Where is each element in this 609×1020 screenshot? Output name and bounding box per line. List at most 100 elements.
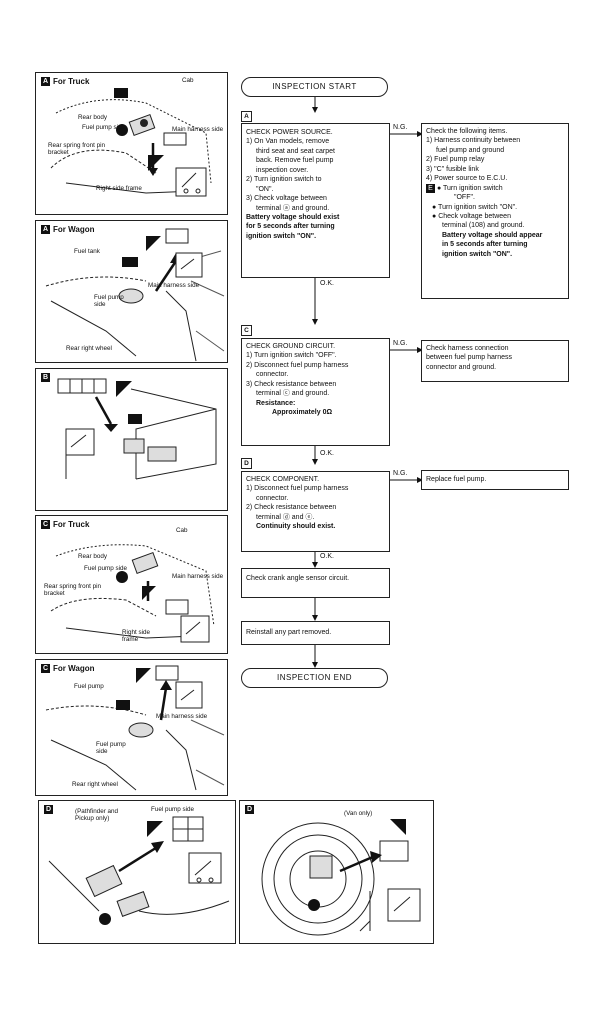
truck-ground-check-illustration — [50, 544, 215, 643]
step-a-criterion: ignition switch "ON". — [246, 232, 317, 240]
step-c-line: 2) Disconnect fuel pump harness — [246, 361, 349, 369]
step-a-criterion: for 5 seconds after turning — [246, 223, 335, 231]
panel-tag: C For Truck — [41, 520, 89, 529]
step-c-criterion: Resistance: — [256, 399, 296, 407]
step-c-criterion: Approximately 0Ω — [272, 409, 333, 417]
ng-a-criterion: ignition switch "ON". — [442, 250, 513, 258]
panel-d-pathfinder: D (Pathfinder and Pickup only) Fuel pump… — [38, 800, 236, 944]
panel-tag: D — [44, 805, 53, 814]
step-d-tag: D — [241, 458, 252, 469]
label-fuel-pump-side: Fuel pump side — [96, 741, 126, 755]
step-a-line: "ON". — [256, 185, 274, 193]
label-cab: Cab — [176, 527, 188, 534]
label-rear-right-wheel: Rear right wheel — [72, 781, 118, 788]
label-rear-body: Rear body — [78, 114, 108, 121]
panel-tag: D — [245, 805, 254, 814]
step-c-tag: C — [241, 325, 252, 336]
ng-a-sub: terminal (108) and ground. — [442, 222, 525, 230]
ng-a-box: Check the following items. 1) Harness co… — [421, 123, 569, 299]
van-fuel-pump-illustration — [261, 819, 421, 936]
ng-a-criterion: Battery voltage should appear — [442, 231, 543, 239]
panel-d-van: D (Van only) — [239, 800, 434, 944]
ecu-connector-illustration — [57, 378, 217, 480]
step-a-box: CHECK POWER SOURCE. 1) On Van models, re… — [241, 123, 390, 278]
step-d-criterion: Continuity should exist. — [256, 523, 336, 531]
label-fuel-pump-side: Fuel pump side — [151, 806, 195, 813]
label-main-harness-side: Main harness side — [172, 126, 224, 133]
inspection-end: INSPECTION END — [241, 668, 388, 688]
panel-b: B — [35, 368, 228, 511]
tag-letter: C — [41, 520, 50, 529]
ng-a-line: 3) "C" fusible link — [426, 165, 479, 173]
step-c-line: connector. — [256, 371, 289, 379]
label-main-harness-side: Main harness side — [172, 573, 224, 580]
panel-tag: C For Wagon — [41, 664, 94, 673]
ng-d-box: Replace fuel pump. — [421, 470, 569, 490]
panel-tag: A For Truck — [41, 77, 89, 86]
step-a-line: back. Remove fuel pump — [256, 157, 334, 165]
inspection-start: INSPECTION START — [241, 77, 388, 97]
tag-letter: D — [245, 805, 254, 814]
panel-title: For Wagon — [53, 664, 95, 673]
ng-a-sub: Turn ignition switch "ON". — [438, 203, 518, 211]
ng-d-text: Replace fuel pump. — [426, 476, 487, 483]
label-fuel-pump-side: Fuel pump side — [94, 294, 124, 308]
tag-letter: C — [41, 664, 50, 673]
label-right-side-frame: Right side frame — [122, 629, 151, 643]
reinstall-box: Reinstall any part removed. — [241, 621, 390, 645]
panel-tag: A For Wagon — [41, 225, 94, 234]
step-a-line: inspection cover. — [256, 166, 309, 174]
ng-a-sub: Turn ignition switch — [443, 184, 503, 192]
step-a-line: 2) Turn ignition switch to — [246, 176, 322, 184]
label-rear-spring: Rear spring front pin bracket — [44, 583, 102, 597]
ng-label: N.G. — [393, 470, 408, 477]
tag-letter: A — [41, 225, 50, 234]
ng-a-sub: "OFF". — [454, 194, 475, 202]
panel-c-truck: C For Truck Cab Rear body Fuel pump side… — [35, 515, 228, 654]
label-main-harness-side: Main harness side — [148, 282, 200, 289]
label-rear-body: Rear body — [78, 553, 108, 560]
label-van-only: (Van only) — [344, 810, 373, 817]
tag-letter: B — [41, 373, 50, 382]
ok-label: O.K. — [320, 280, 335, 287]
ok-label: O.K. — [320, 450, 335, 457]
ng-c-line: Check harness connection — [426, 345, 509, 352]
label-fuel-tank: Fuel tank — [74, 248, 100, 255]
ok-label: O.K. — [320, 553, 335, 560]
ng-a-line: fuel pump and ground — [436, 146, 505, 154]
panel-title: For Wagon — [53, 225, 95, 234]
panel-a-wagon: A For Wagon Fuel tank Fuel pump side Mai… — [35, 220, 228, 363]
ng-label: N.G. — [393, 340, 408, 347]
panel-title: For Truck — [53, 520, 90, 529]
ng-a-line: 4) Power source to E.C.U. — [426, 175, 508, 183]
crank-angle-text: Check crank angle sensor circuit. — [246, 575, 350, 582]
step-c-title: CHECK GROUND CIRCUIT. — [246, 343, 336, 350]
label-fuel-pump-side: Fuel pump side — [84, 565, 128, 572]
ng-a-sub: Check voltage between — [438, 212, 511, 220]
ng-c-box: Check harness connection between fuel pu… — [421, 340, 569, 382]
label-fuel-pump: Fuel pump — [74, 683, 104, 690]
step-a-line: third seat and seat carpet — [256, 147, 335, 155]
label-rear-spring: Rear spring front pin bracket — [48, 142, 106, 156]
step-c-line: terminal ⓒ and ground. — [256, 390, 330, 398]
step-a-line: 1) On Van models, remove — [246, 138, 330, 146]
ng-label: N.G. — [393, 124, 408, 131]
step-d-line: terminal ⓓ and ⓔ. — [256, 513, 315, 521]
step-c-line: 3) Check resistance between — [246, 380, 337, 388]
wagon-ground-check-illustration — [45, 665, 225, 791]
step-d-title: CHECK COMPONENT. — [246, 476, 320, 483]
step-c-box: CHECK GROUND CIRCUIT. 1) Turn ignition s… — [241, 338, 390, 446]
ng-a-criterion: in 5 seconds after turning — [442, 241, 528, 249]
reinstall-text: Reinstall any part removed. — [246, 629, 332, 636]
step-d-line: 2) Check resistance between — [246, 504, 337, 512]
ng-a-line: Check the following items. — [426, 128, 508, 135]
ng-a-line: 2) Fuel pump relay — [426, 156, 485, 164]
label-rear-right-wheel: Rear right wheel — [66, 345, 112, 352]
step-d-line: connector. — [256, 494, 289, 502]
panel-a-truck: A For Truck Cab Rear body Fuel pump side… — [35, 72, 228, 215]
tag-e: E — [426, 183, 435, 193]
panel-c-wagon: C For Wagon Fuel pump Main harness side … — [35, 659, 228, 796]
truck-fuel-pump-illustration — [50, 88, 212, 197]
crank-angle-box: Check crank angle sensor circuit. — [241, 568, 390, 598]
label-cab: Cab — [182, 77, 194, 84]
